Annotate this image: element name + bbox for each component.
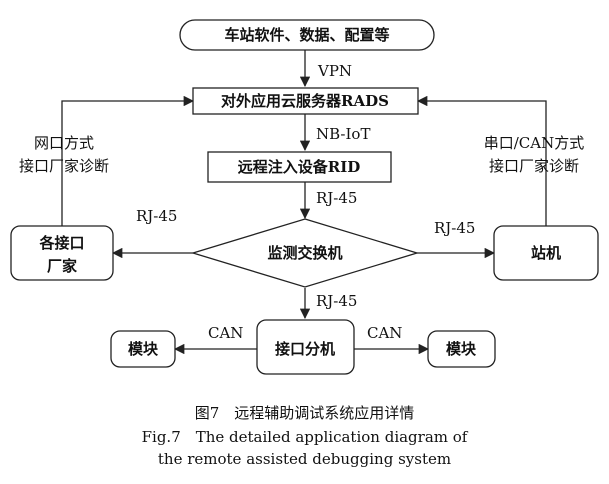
edge-station-to-rads [416,95,547,226]
edge-label-rj45-rid: RJ-45 [316,189,357,207]
node-module-left-label: 模块 [128,340,159,358]
node-rads-shape [192,87,419,115]
node-module-right-label: 模块 [446,340,477,358]
edge-vendors-to-rads [61,95,195,226]
node-top-shape [179,19,435,51]
node-rid-shape [207,151,392,183]
side-label-right-2: 接口厂家诊断 [489,157,579,175]
diagram-canvas: 车站软件、数据、配置等 对外应用云服务器RADS 远程注入设备RID 监测交换机… [10,19,599,375]
node-top-label: 车站软件、数据、配置等 [224,26,389,44]
node-module-right-shape [427,330,496,368]
node-rads-label: 对外应用云服务器RADS [221,92,389,110]
node-station-label: 站机 [531,244,561,262]
node-switch-label: 监测交换机 [267,244,342,262]
edge-label-vpn: VPN [317,62,352,80]
node-switch-shape [190,218,420,288]
caption-en-line1: Fig.7 The detailed application diagram o… [141,428,468,446]
edge-label-rj45-down: RJ-45 [316,292,357,310]
node-extension-label: 接口分机 [275,340,335,358]
caption-cn: 图7 远程辅助调试系统应用详情 [194,404,415,422]
caption-en-line2: the remote assisted debugging system [157,450,452,468]
edge-label-nbiot: NB-IoT [316,125,370,143]
side-label-right-1: 串口/CAN方式 [484,134,585,152]
edge-label-can-left: CAN [208,324,243,342]
node-vendors-label-2: 厂家 [47,257,77,275]
edge-label-can-right: CAN [367,324,402,342]
node-vendors-label-1: 各接口 [38,234,84,252]
edge-label-rj45-right: RJ-45 [434,219,475,237]
node-rid-label: 远程注入设备RID [238,158,361,176]
node-module-left-shape [110,330,176,368]
node-vendors-shape [10,225,114,281]
edge-label-rj45-left: RJ-45 [136,207,177,225]
node-station-shape [493,225,599,281]
side-label-left-2: 接口厂家诊断 [19,157,109,175]
side-label-left-1: 网口方式 [34,134,94,152]
node-extension-shape [256,319,355,375]
